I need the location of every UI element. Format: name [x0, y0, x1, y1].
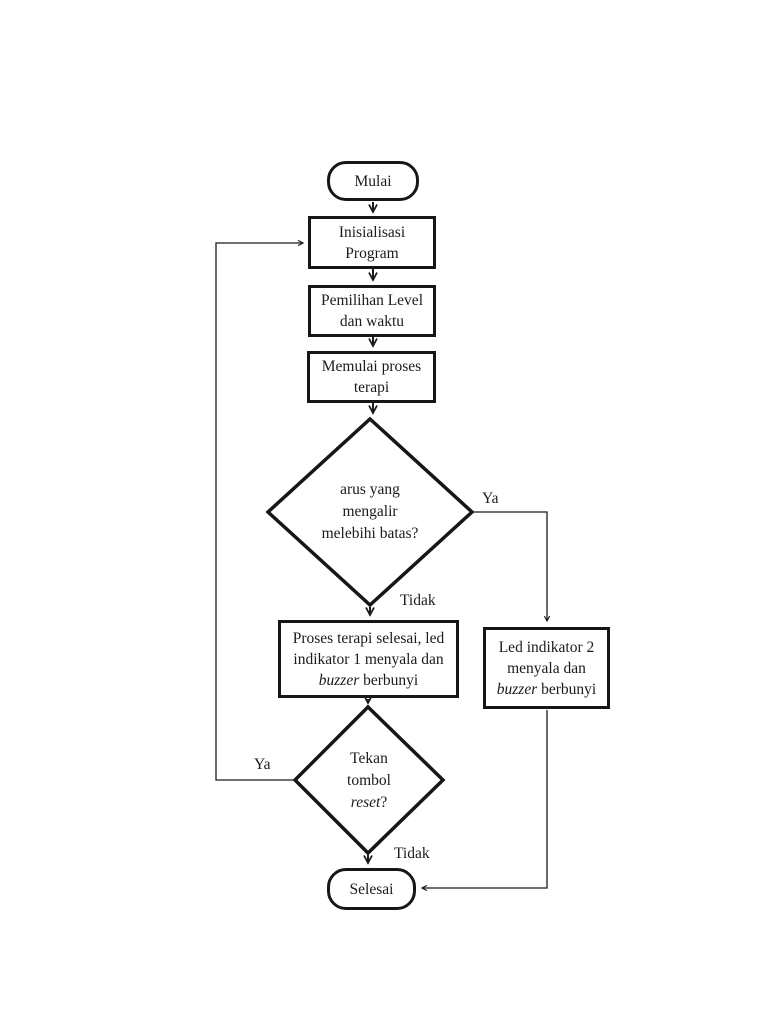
edge-label-no2: Tidak: [394, 845, 430, 862]
decision-reset-label: Tekan tombol reset?: [319, 747, 419, 815]
process-led2-text: Led indikator 2 menyala dan buzzer berbu…: [496, 638, 597, 698]
edge-label-yes2: Ya: [254, 756, 271, 773]
process-led2: Led indikator 2 menyala dan buzzer berbu…: [483, 627, 610, 709]
process-begin-therapy-label: Memulai proses terapi: [321, 358, 422, 396]
edge-label-yes1: Ya: [482, 490, 499, 507]
decision-reset-line3: reset?: [350, 794, 388, 811]
start-label: Mulai: [354, 172, 392, 190]
process-therapy-done-text: Proses terapi selesai, led indikator 1 m…: [292, 629, 445, 689]
process-level: Pemilihan Level dan waktu: [308, 285, 436, 337]
decision-reset-diamond: [292, 704, 446, 856]
process-begin-therapy: Memulai proses terapi: [307, 351, 436, 403]
end-label: Selesai: [349, 880, 394, 898]
process-init: Inisialisasi Program: [308, 216, 436, 269]
process-therapy-done: Proses terapi selesai, led indikator 1 m…: [278, 620, 459, 698]
decision-reset-line1: Tekan: [350, 750, 388, 767]
decision-current-label: arus yang mengalir melebihi batas?: [321, 481, 419, 542]
edge-decision1-yes: [474, 511, 547, 621]
decision-reset-line2: tombol: [347, 772, 391, 789]
process-init-label: Inisialisasi Program: [338, 223, 406, 262]
decision-current-diamond: [265, 416, 475, 608]
end-terminal: Selesai: [327, 868, 416, 910]
start-terminal: Mulai: [327, 161, 419, 201]
edge-led2-end: [422, 710, 548, 888]
edge-label-no1: Tidak: [400, 592, 436, 609]
process-level-label: Pemilihan Level dan waktu: [320, 292, 423, 330]
edge-decision2-yes-loop: [215, 243, 303, 781]
